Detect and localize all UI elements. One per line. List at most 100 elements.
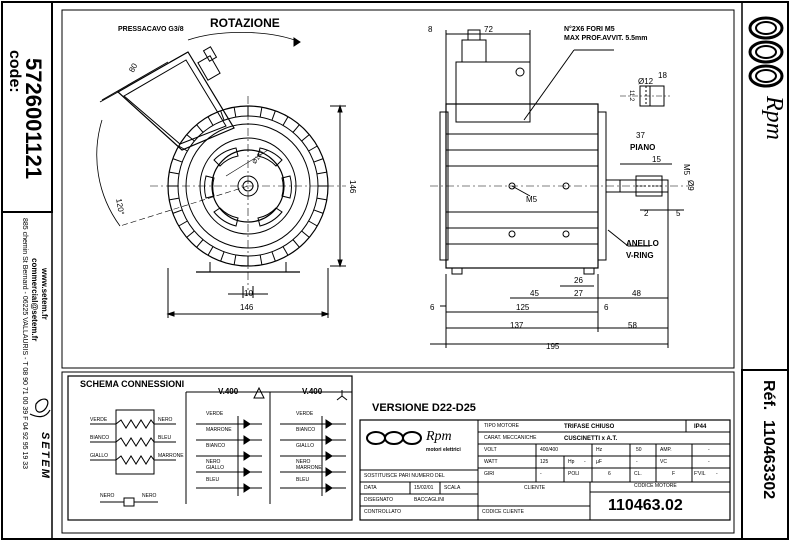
star-wire: BLEU [296, 477, 310, 483]
tb-hp-label: Hp [568, 459, 575, 465]
tb-left-row: DATA [364, 485, 377, 491]
holes-note-1: N°2X6 FORI M5 [564, 26, 615, 33]
dim-m5-shaft: M5 [682, 164, 691, 176]
tb-amp-value: - [708, 447, 710, 453]
dim-5: 5 [676, 209, 681, 218]
fin-line [292, 239, 300, 248]
fin-line [172, 158, 183, 163]
tb-carat-value: CUSCINETTI x A.T. [564, 436, 618, 442]
tb-left-row: SOSTITUISCE PARI NUMERO DEL [364, 473, 445, 479]
code-box [1, 1, 53, 213]
tb-codice-motore: CODICE MOTORE [634, 483, 677, 489]
star-wire: NERO [296, 459, 311, 465]
star-wire: GIALLO [296, 443, 315, 449]
dim-37: 37 [636, 131, 645, 140]
coil-right-label: NERO [158, 417, 173, 423]
tb-left-row: DISEGNATO [364, 497, 393, 503]
fin-line [316, 171, 327, 175]
star-voltage: V.400 [302, 387, 323, 396]
fin-line [316, 197, 327, 201]
tb-cl-value: F [672, 471, 676, 477]
fin-line [233, 107, 237, 118]
tb-watt-value: 125 [540, 459, 549, 465]
fin-line [313, 209, 324, 214]
dim-137: 137 [510, 321, 524, 330]
coil-left-label: GIALLO [90, 453, 109, 459]
fin-line [220, 251, 225, 262]
dim-12: Ø12 [638, 77, 654, 86]
tb-poli-value: 6 [608, 471, 611, 477]
tb-fvil-label: F'VIL [694, 471, 706, 477]
fin-line [220, 110, 225, 121]
dim-15: 15 [652, 155, 661, 164]
fin-line [271, 251, 276, 262]
dim-m5-hole: M5 [526, 195, 538, 204]
fin-line [282, 246, 289, 256]
delta-wire: NERO [206, 459, 221, 465]
dim-10: 10 [244, 289, 253, 298]
tb-left-row: CONTROLLATO [364, 509, 402, 515]
tb-cliente: CLIENTE [524, 485, 546, 491]
fin-line [172, 209, 183, 214]
dim-195: 195 [546, 342, 560, 351]
dim-11-2: 11.2 [628, 90, 634, 102]
dim-125: 125 [516, 303, 530, 312]
dim-8: 8 [428, 25, 433, 34]
dim-58: 58 [628, 321, 637, 330]
coil-left-label: BIANCO [90, 435, 110, 441]
connection-schema [67, 375, 353, 521]
star-wire: BIANCO [296, 427, 316, 433]
tb-giri-value: - [540, 471, 542, 477]
tb-vc-label: VC [660, 459, 667, 465]
fin-line [169, 171, 180, 175]
bottom-wire-label: NERO [142, 493, 157, 499]
delta-wire: GIALLO [206, 465, 225, 471]
coil-right-label: MARRONE [158, 453, 184, 459]
ref-label: Réf. [760, 380, 777, 411]
rotation-title: ROTAZIONE [210, 16, 280, 30]
delta-wire: BLEU [206, 477, 220, 483]
piano-label: PIANO [630, 143, 656, 152]
fin-line [271, 110, 276, 121]
version-label: VERSIONE D22-D25 [372, 402, 476, 414]
delta-voltage: V.400 [218, 387, 239, 396]
dim-48: 48 [632, 289, 641, 298]
star-wire: VERDE [296, 411, 314, 417]
fin-line [308, 220, 318, 227]
fin-line [259, 107, 263, 118]
bottom-wire-label: NERO [100, 493, 115, 499]
front-view [96, 31, 346, 318]
fin-line [207, 246, 214, 256]
address-text: 885 chemin St Bernard - 06225 VALLAURIS … [21, 218, 28, 469]
fin-line [301, 134, 310, 142]
fin-line [313, 158, 324, 163]
anello-label: ANELLO [626, 239, 659, 248]
code-number: 5726001121 [21, 58, 46, 180]
tb-volt-label: VOLT [484, 447, 497, 453]
fin-line [196, 124, 204, 133]
star-wire: MARRONE [296, 465, 322, 471]
tb-poli-label: POLI [568, 471, 580, 477]
website-link[interactable]: www.setem.fr [40, 268, 49, 320]
fin-line [196, 239, 204, 248]
fin-line [186, 230, 195, 238]
email-link[interactable]: commercial@setem.fr [30, 258, 39, 342]
tb-hz-label: Hz [596, 447, 603, 453]
fin-line [308, 145, 318, 152]
rpm-side-logo: Rpm [761, 96, 787, 140]
ref-number: 110463302 [760, 420, 777, 500]
delta-wire: BIANCO [206, 443, 226, 449]
bottom-frame [61, 371, 735, 534]
drawing-frame [61, 9, 735, 369]
coil-right-label: BLEU [158, 435, 172, 441]
tb-watt-label: WATT [484, 459, 498, 465]
dim-6-top: 6 [430, 303, 435, 312]
fin-line [169, 197, 180, 201]
tb-data-value: 15/02/01 [414, 485, 434, 491]
dim-18: 18 [658, 71, 667, 80]
dim-2: 2 [644, 209, 649, 218]
tb-uf-label: µF [596, 459, 602, 465]
dim-45: 45 [530, 289, 539, 298]
